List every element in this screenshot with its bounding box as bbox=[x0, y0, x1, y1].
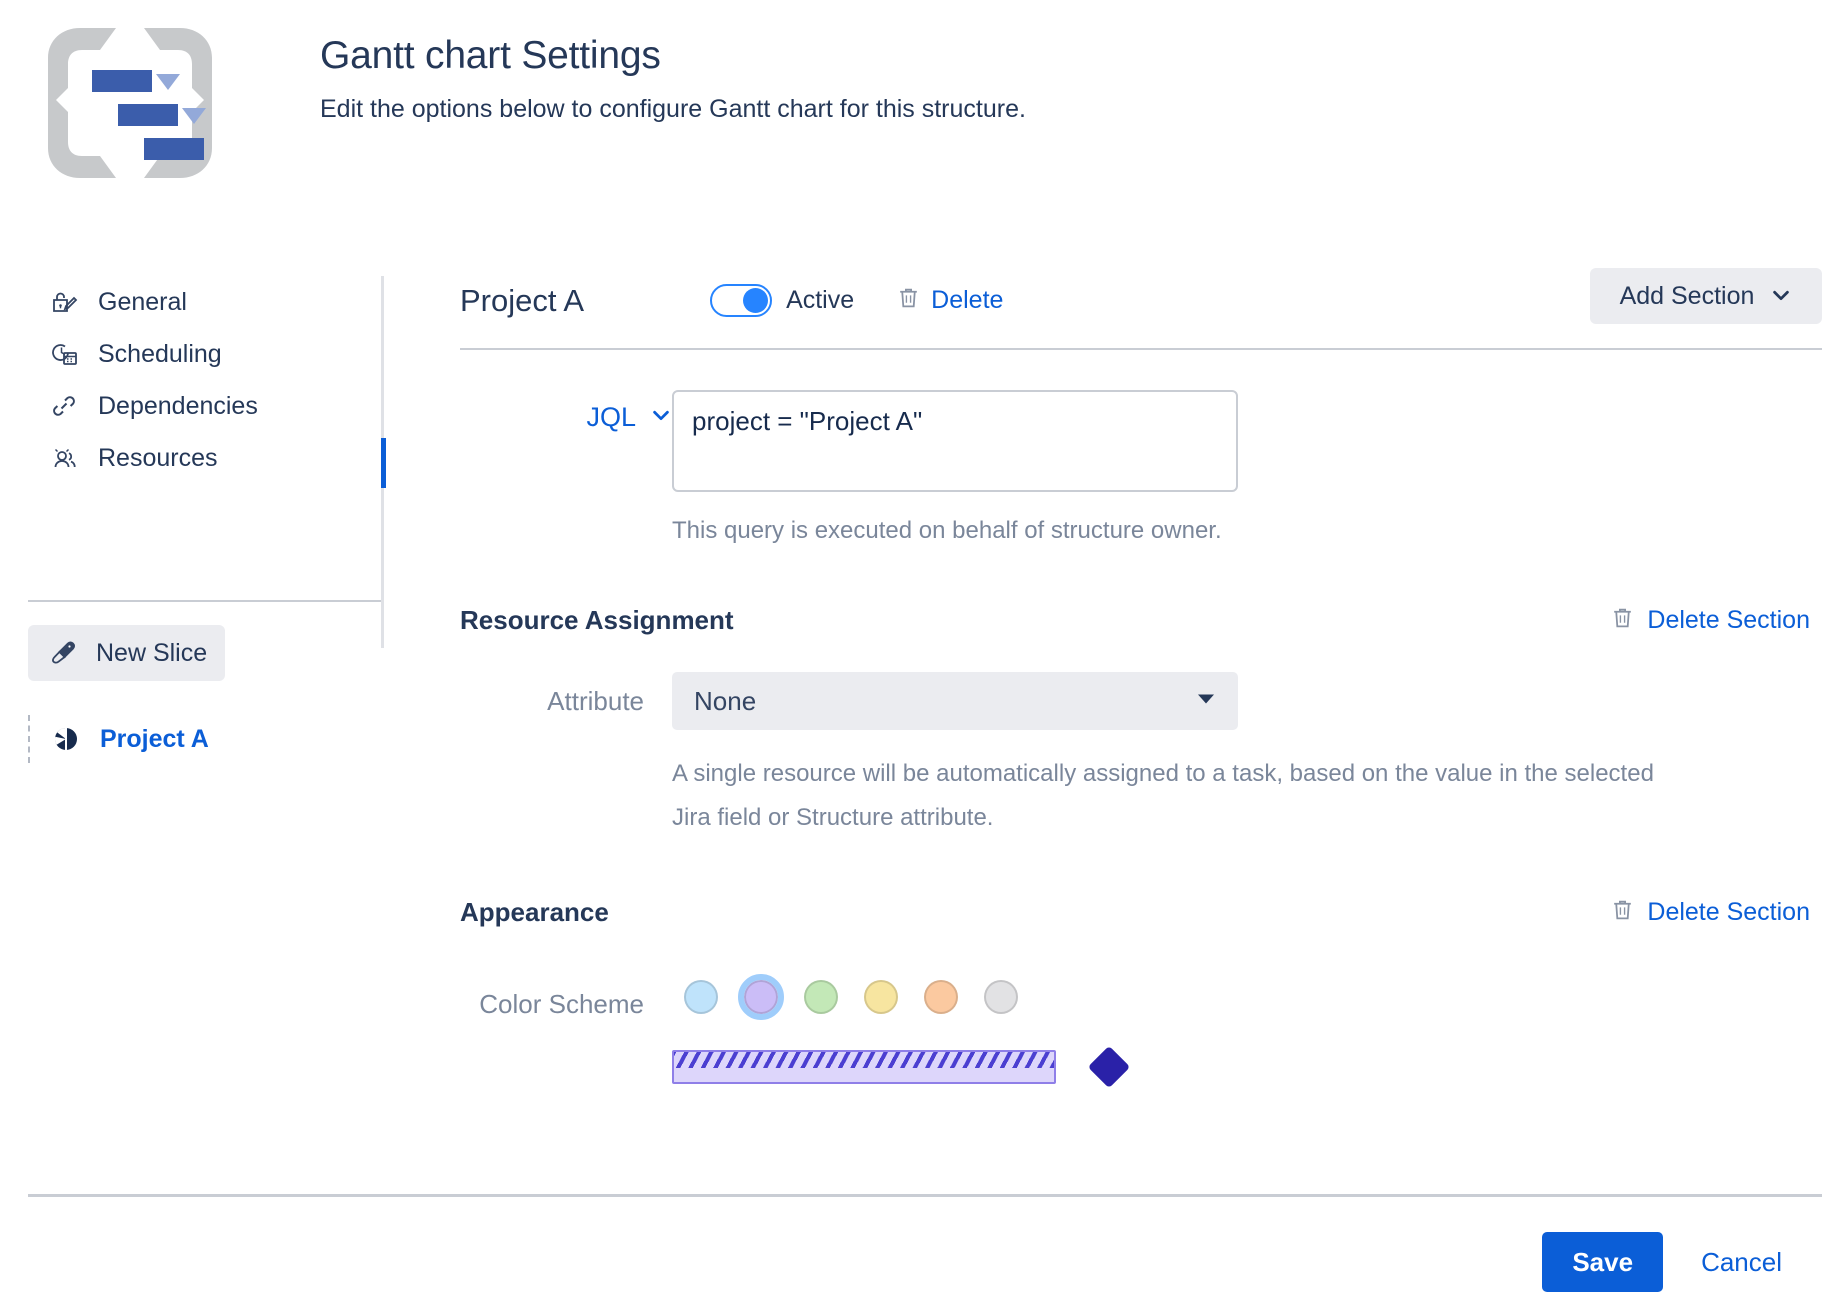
header-text-block: Gantt chart Settings Edit the options be… bbox=[320, 30, 1026, 126]
clock-calendar-icon bbox=[48, 338, 80, 370]
jql-row: JQL bbox=[460, 390, 1822, 492]
swatch-dot bbox=[684, 980, 718, 1014]
link-icon bbox=[48, 390, 80, 422]
gantt-brackets-logo bbox=[38, 22, 222, 184]
attribute-field-row: Attribute None bbox=[460, 672, 1822, 730]
delete-section-appearance[interactable]: Delete Section bbox=[1610, 897, 1822, 927]
resource-assignment-title: Resource Assignment bbox=[460, 604, 734, 635]
jql-hint-text: This query is executed on behalf of stru… bbox=[672, 517, 1222, 544]
delete-section-resource-assignment[interactable]: Delete Section bbox=[1610, 605, 1822, 635]
caret-down-icon bbox=[1196, 692, 1216, 711]
sidebar-slice-label: Project A bbox=[100, 724, 209, 753]
gantt-bar-progress-stripes bbox=[674, 1052, 1054, 1068]
appearance-section: Appearance Delete Section Color Scheme bbox=[460, 892, 1822, 1089]
attribute-value: None bbox=[694, 685, 757, 716]
toggle-knob bbox=[743, 287, 769, 313]
sidebar-item-label: Resources bbox=[98, 443, 218, 472]
sidebar-item-label: General bbox=[98, 287, 187, 316]
sidebar-item-label: Dependencies bbox=[98, 391, 258, 420]
color-scheme-label: Color Scheme bbox=[479, 988, 644, 1019]
chevron-down-icon bbox=[650, 404, 672, 431]
delete-section-label: Delete Section bbox=[1647, 605, 1810, 634]
new-slice-label: New Slice bbox=[96, 638, 208, 667]
swatch-dot bbox=[864, 980, 898, 1014]
sidebar-item-dependencies[interactable]: Dependencies bbox=[0, 380, 383, 432]
gantt-preview-row bbox=[672, 1045, 1822, 1089]
slice-title: Project A bbox=[460, 282, 585, 318]
settings-sidebar: General Scheduling bbox=[0, 276, 383, 776]
color-swatch-group bbox=[672, 968, 1032, 1026]
page-subtitle: Edit the options below to configure Gant… bbox=[320, 95, 1026, 123]
sidebar-item-label: Scheduling bbox=[98, 339, 222, 368]
trash-icon bbox=[896, 285, 921, 315]
new-slice-button[interactable]: New Slice bbox=[28, 625, 225, 681]
color-scheme-row: Color Scheme bbox=[460, 968, 1822, 1026]
swatch-dot bbox=[744, 980, 778, 1014]
swatch-dot bbox=[984, 980, 1018, 1014]
jql-type-label: JQL bbox=[586, 402, 636, 432]
save-button[interactable]: Save bbox=[1542, 1232, 1664, 1292]
jql-query-input[interactable] bbox=[672, 390, 1238, 492]
lock-pencil-icon bbox=[48, 286, 80, 318]
cancel-button[interactable]: Cancel bbox=[1701, 1246, 1782, 1277]
sidebar-item-scheduling[interactable]: Scheduling bbox=[0, 328, 383, 380]
active-toggle[interactable] bbox=[710, 283, 773, 317]
active-toggle-label: Active bbox=[786, 285, 855, 314]
page-header: Gantt chart Settings Edit the options be… bbox=[0, 0, 1822, 230]
swatch-dot bbox=[804, 980, 838, 1014]
trash-icon bbox=[1610, 605, 1635, 635]
appearance-title: Appearance bbox=[460, 896, 609, 927]
delete-slice-button[interactable]: Delete bbox=[896, 285, 1003, 315]
sidebar-item-general[interactable]: General bbox=[0, 276, 383, 328]
trash-icon bbox=[1610, 897, 1635, 927]
page-title: Gantt chart Settings bbox=[320, 34, 661, 77]
pie-slice-icon bbox=[50, 723, 82, 755]
active-toggle-group: Active bbox=[710, 283, 855, 317]
color-swatch-gray[interactable] bbox=[972, 968, 1030, 1026]
gantt-bar-preview bbox=[672, 1050, 1056, 1084]
add-section-button[interactable]: Add Section bbox=[1590, 268, 1822, 324]
footer-divider bbox=[28, 1194, 1822, 1197]
attribute-select[interactable]: None bbox=[672, 672, 1238, 730]
slice-header-row: Project A Active Delete bbox=[460, 268, 1822, 332]
resource-assignment-section: Resource Assignment Delete Section Attri… bbox=[460, 600, 1822, 840]
drag-handle[interactable] bbox=[28, 715, 30, 763]
sidebar-divider bbox=[28, 600, 382, 602]
people-icon bbox=[48, 442, 80, 474]
delete-section-label: Delete Section bbox=[1647, 897, 1810, 926]
chevron-down-icon bbox=[1770, 284, 1792, 309]
footer-actions: Save Cancel bbox=[1542, 1232, 1782, 1292]
swatch-dot bbox=[924, 980, 958, 1014]
settings-main-panel: Project A Active Delete bbox=[460, 268, 1822, 1089]
sidebar-slice-project-a[interactable]: Project A bbox=[28, 709, 338, 769]
sidebar-item-resources[interactable]: Resources bbox=[0, 432, 383, 484]
color-swatch-green[interactable] bbox=[792, 968, 850, 1026]
jql-type-dropdown[interactable]: JQL bbox=[460, 390, 672, 433]
knife-icon bbox=[48, 637, 80, 669]
milestone-diamond-preview bbox=[1087, 1045, 1131, 1089]
attribute-hint-text: A single resource will be automatically … bbox=[672, 760, 1654, 831]
color-swatch-blue[interactable] bbox=[672, 968, 730, 1026]
appearance-header: Appearance Delete Section bbox=[460, 892, 1822, 932]
color-swatch-purple[interactable] bbox=[732, 968, 790, 1026]
resource-assignment-header: Resource Assignment Delete Section bbox=[460, 600, 1822, 640]
delete-slice-label: Delete bbox=[931, 285, 1004, 314]
selected-slice-indicator bbox=[381, 438, 386, 488]
color-swatch-orange[interactable] bbox=[912, 968, 970, 1026]
header-divider bbox=[460, 348, 1822, 350]
add-section-label: Add Section bbox=[1619, 281, 1755, 310]
color-swatch-yellow[interactable] bbox=[852, 968, 910, 1026]
attribute-label: Attribute bbox=[547, 686, 644, 716]
